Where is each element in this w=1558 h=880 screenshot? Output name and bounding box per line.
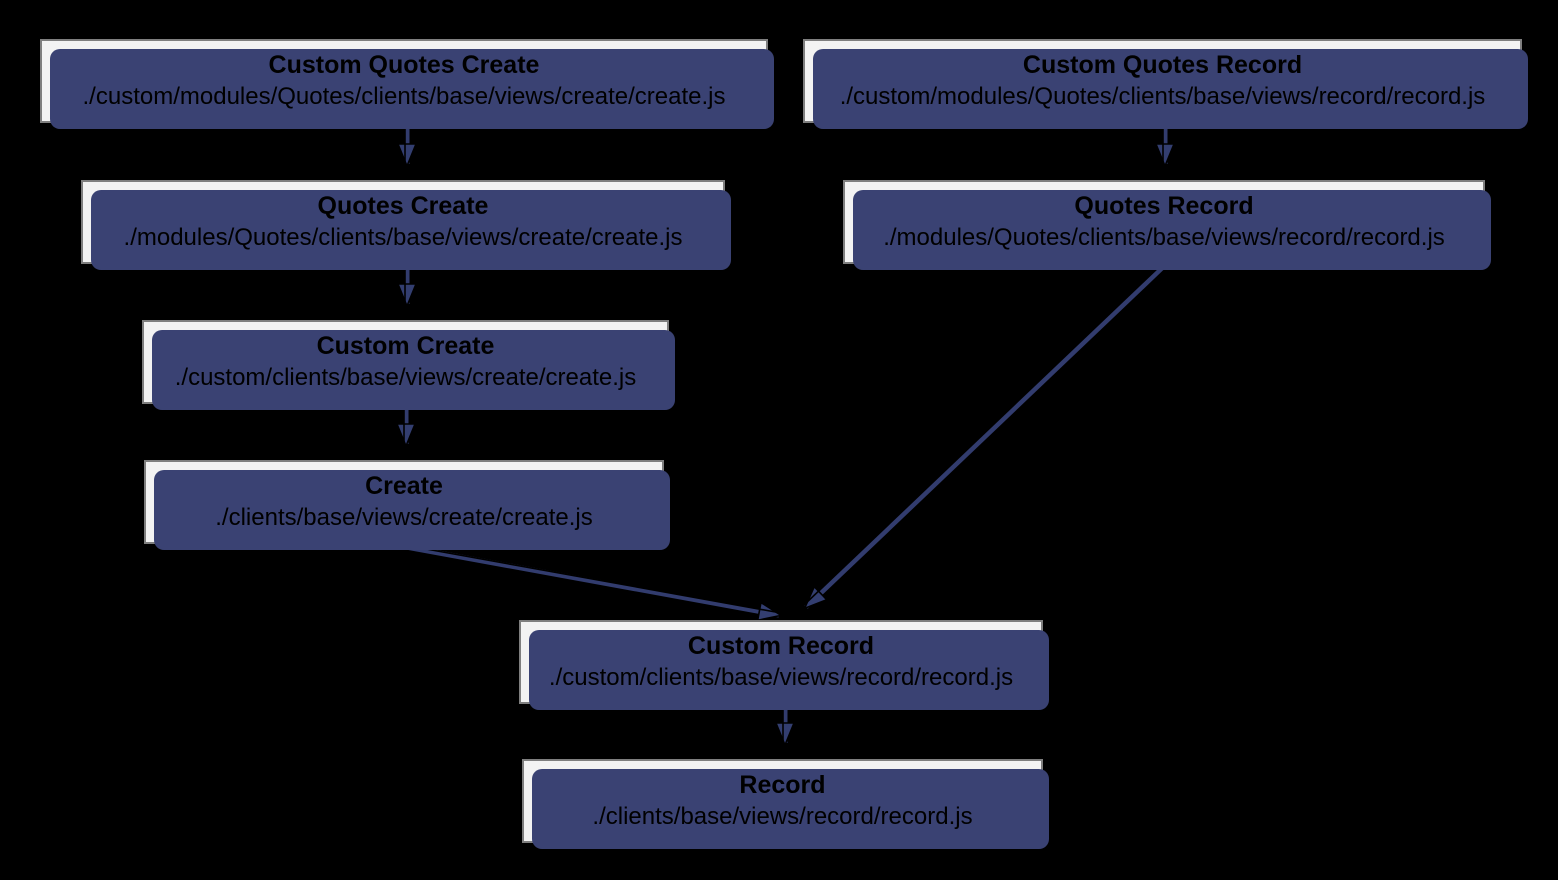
edge-create-to-custom-record: [403, 544, 781, 615]
edge-custom-create-to-create: [404, 404, 406, 446]
node-custom-quotes-record: Custom Quotes Record ./custom/modules/Qu…: [803, 39, 1528, 129]
node-file-path: ./modules/Quotes/clients/base/views/crea…: [123, 223, 683, 251]
edge-custom-quotes-create-to-quotes-create: [405, 123, 407, 166]
node-file-path: ./modules/Quotes/clients/base/views/reco…: [883, 223, 1445, 251]
node-title: Custom Quotes Create: [268, 51, 540, 80]
node-title: Custom Create: [316, 332, 495, 361]
node-title: Custom Quotes Record: [1022, 51, 1303, 80]
node-title: Custom Record: [687, 632, 875, 661]
node-custom-quotes-create: Custom Quotes Create ./custom/modules/Qu…: [40, 39, 774, 129]
edge-quotes-record-to-custom-record: [804, 263, 1166, 607]
node-file-path: ./custom/clients/base/views/create/creat…: [174, 363, 637, 391]
node-title: Quotes Record: [1074, 192, 1254, 221]
node-title: Create: [365, 472, 443, 501]
edge-custom-record-to-record: [783, 704, 785, 745]
node-file-path: ./custom/modules/Quotes/clients/base/vie…: [839, 82, 1486, 110]
node-quotes-create: Quotes Create ./modules/Quotes/clients/b…: [81, 180, 731, 270]
node-record: Record ./clients/base/views/record/recor…: [522, 759, 1049, 849]
node-custom-create: Custom Create ./custom/clients/base/view…: [142, 320, 675, 410]
node-custom-record: Custom Record ./custom/clients/base/view…: [519, 620, 1049, 710]
edge-custom-quotes-record-to-quotes-record: [1163, 123, 1165, 166]
node-file-path: ./custom/clients/base/views/record/recor…: [548, 663, 1014, 691]
node-file-path: ./clients/base/views/create/create.js: [215, 503, 593, 531]
node-quotes-record: Quotes Record ./modules/Quotes/clients/b…: [843, 180, 1491, 270]
node-file-path: ./custom/modules/Quotes/clients/base/vie…: [82, 82, 726, 110]
node-create: Create ./clients/base/views/create/creat…: [144, 460, 670, 550]
node-file-path: ./clients/base/views/record/record.js: [592, 802, 973, 830]
node-title: Quotes Create: [317, 192, 489, 221]
edge-quotes-create-to-custom-create: [405, 264, 407, 306]
node-title: Record: [739, 771, 826, 800]
